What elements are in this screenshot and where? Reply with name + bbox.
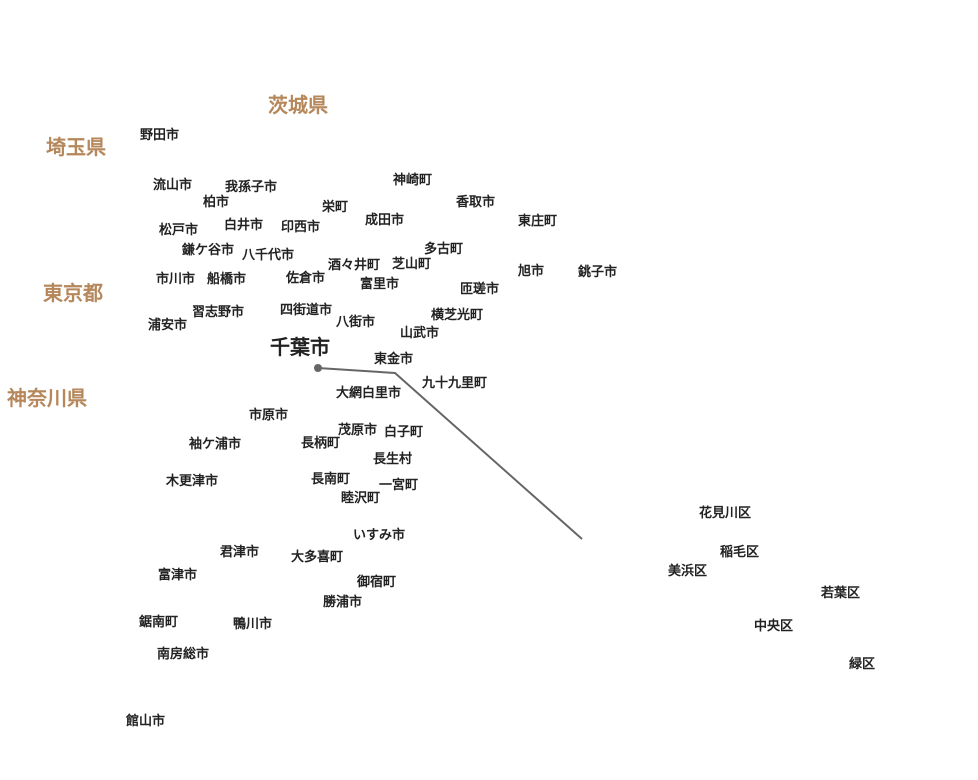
city-sakura[interactable]: 佐倉市 <box>286 271 326 286</box>
city-urayasu[interactable]: 浦安市 <box>148 318 188 333</box>
city-togane[interactable]: 東金市 <box>374 352 414 367</box>
city-choshi[interactable]: 銚子市 <box>578 265 618 280</box>
town-ichinomiya[interactable]: 一宮町 <box>379 478 419 493</box>
city-yachiyo[interactable]: 八千代市 <box>242 248 295 263</box>
city-sosa[interactable]: 匝瑳市 <box>460 282 500 297</box>
city-minamiboso[interactable]: 南房総市 <box>157 647 210 662</box>
city-chiba[interactable]: 千葉市 <box>270 335 330 359</box>
city-tateyama[interactable]: 館山市 <box>126 714 166 729</box>
town-kozaki[interactable]: 神崎町 <box>393 173 433 188</box>
ward-wakaba[interactable]: 若葉区 <box>821 586 861 601</box>
city-katsuura[interactable]: 勝浦市 <box>323 595 363 610</box>
city-katori[interactable]: 香取市 <box>456 195 496 210</box>
town-shisui[interactable]: 酒々井町 <box>328 258 381 273</box>
city-oamishirasato[interactable]: 大網白里市 <box>336 386 402 401</box>
city-ichihara[interactable]: 市原市 <box>249 408 289 423</box>
ward-inage[interactable]: 稲毛区 <box>720 545 760 560</box>
city-ichikawa[interactable]: 市川市 <box>156 272 196 287</box>
ward-mihama[interactable]: 美浜区 <box>668 564 708 579</box>
ward-chuo[interactable]: 中央区 <box>754 619 794 634</box>
town-yokoshibahikari[interactable]: 横芝光町 <box>431 308 484 323</box>
city-sammu[interactable]: 山武市 <box>400 326 440 341</box>
town-sakae[interactable]: 栄町 <box>322 200 349 215</box>
prefecture-tokyo: 東京都 <box>43 281 103 305</box>
city-inzai[interactable]: 印西市 <box>281 220 321 235</box>
city-tomisato[interactable]: 富里市 <box>360 277 400 292</box>
city-kamagaya[interactable]: 鎌ケ谷市 <box>182 243 235 258</box>
town-otaki[interactable]: 大多喜町 <box>291 550 344 565</box>
city-nagareyama[interactable]: 流山市 <box>153 178 193 193</box>
city-kimitsu[interactable]: 君津市 <box>220 545 260 560</box>
city-kashiwa[interactable]: 柏市 <box>203 195 230 210</box>
town-tonosho[interactable]: 東庄町 <box>518 214 558 229</box>
city-narita[interactable]: 成田市 <box>365 213 405 228</box>
town-shibayama[interactable]: 芝山町 <box>392 257 432 272</box>
town-tako[interactable]: 多古町 <box>424 242 464 257</box>
prefecture-ibaraki: 茨城県 <box>268 93 328 117</box>
village-chosei[interactable]: 長生村 <box>373 452 413 467</box>
city-kisarazu[interactable]: 木更津市 <box>166 474 219 489</box>
city-matsudo[interactable]: 松戸市 <box>159 223 199 238</box>
city-sodegaura[interactable]: 袖ケ浦市 <box>189 437 242 452</box>
city-shiroi[interactable]: 白井市 <box>224 218 264 233</box>
town-shirako[interactable]: 白子町 <box>384 425 424 440</box>
city-isumi[interactable]: いすみ市 <box>353 528 406 543</box>
prefecture-kanagawa: 神奈川県 <box>7 386 87 410</box>
town-mutsuzawa[interactable]: 睦沢町 <box>341 491 381 506</box>
town-kyonan[interactable]: 鋸南町 <box>139 615 179 630</box>
city-yotsukaido[interactable]: 四街道市 <box>280 303 333 318</box>
city-asahi[interactable]: 旭市 <box>518 264 545 279</box>
city-noda[interactable]: 野田市 <box>140 128 180 143</box>
capital-marker <box>314 364 322 372</box>
town-onjuku[interactable]: 御宿町 <box>357 575 397 590</box>
city-kamogawa[interactable]: 鴨川市 <box>233 617 273 632</box>
prefecture-saitama: 埼玉県 <box>46 135 106 159</box>
city-narashino[interactable]: 習志野市 <box>192 305 245 320</box>
town-kujukuri[interactable]: 九十九里町 <box>422 376 488 391</box>
city-futtsu[interactable]: 富津市 <box>158 568 198 583</box>
town-nagara[interactable]: 長柄町 <box>301 436 341 451</box>
town-chonan[interactable]: 長南町 <box>311 472 351 487</box>
city-mobara[interactable]: 茂原市 <box>338 423 378 438</box>
city-funabashi[interactable]: 船橋市 <box>207 272 247 287</box>
ward-midori[interactable]: 緑区 <box>849 657 876 672</box>
leader-line <box>317 367 583 540</box>
ward-hanamigawa[interactable]: 花見川区 <box>699 506 752 521</box>
city-yachimata[interactable]: 八街市 <box>336 315 376 330</box>
city-abiko[interactable]: 我孫子市 <box>225 180 278 195</box>
